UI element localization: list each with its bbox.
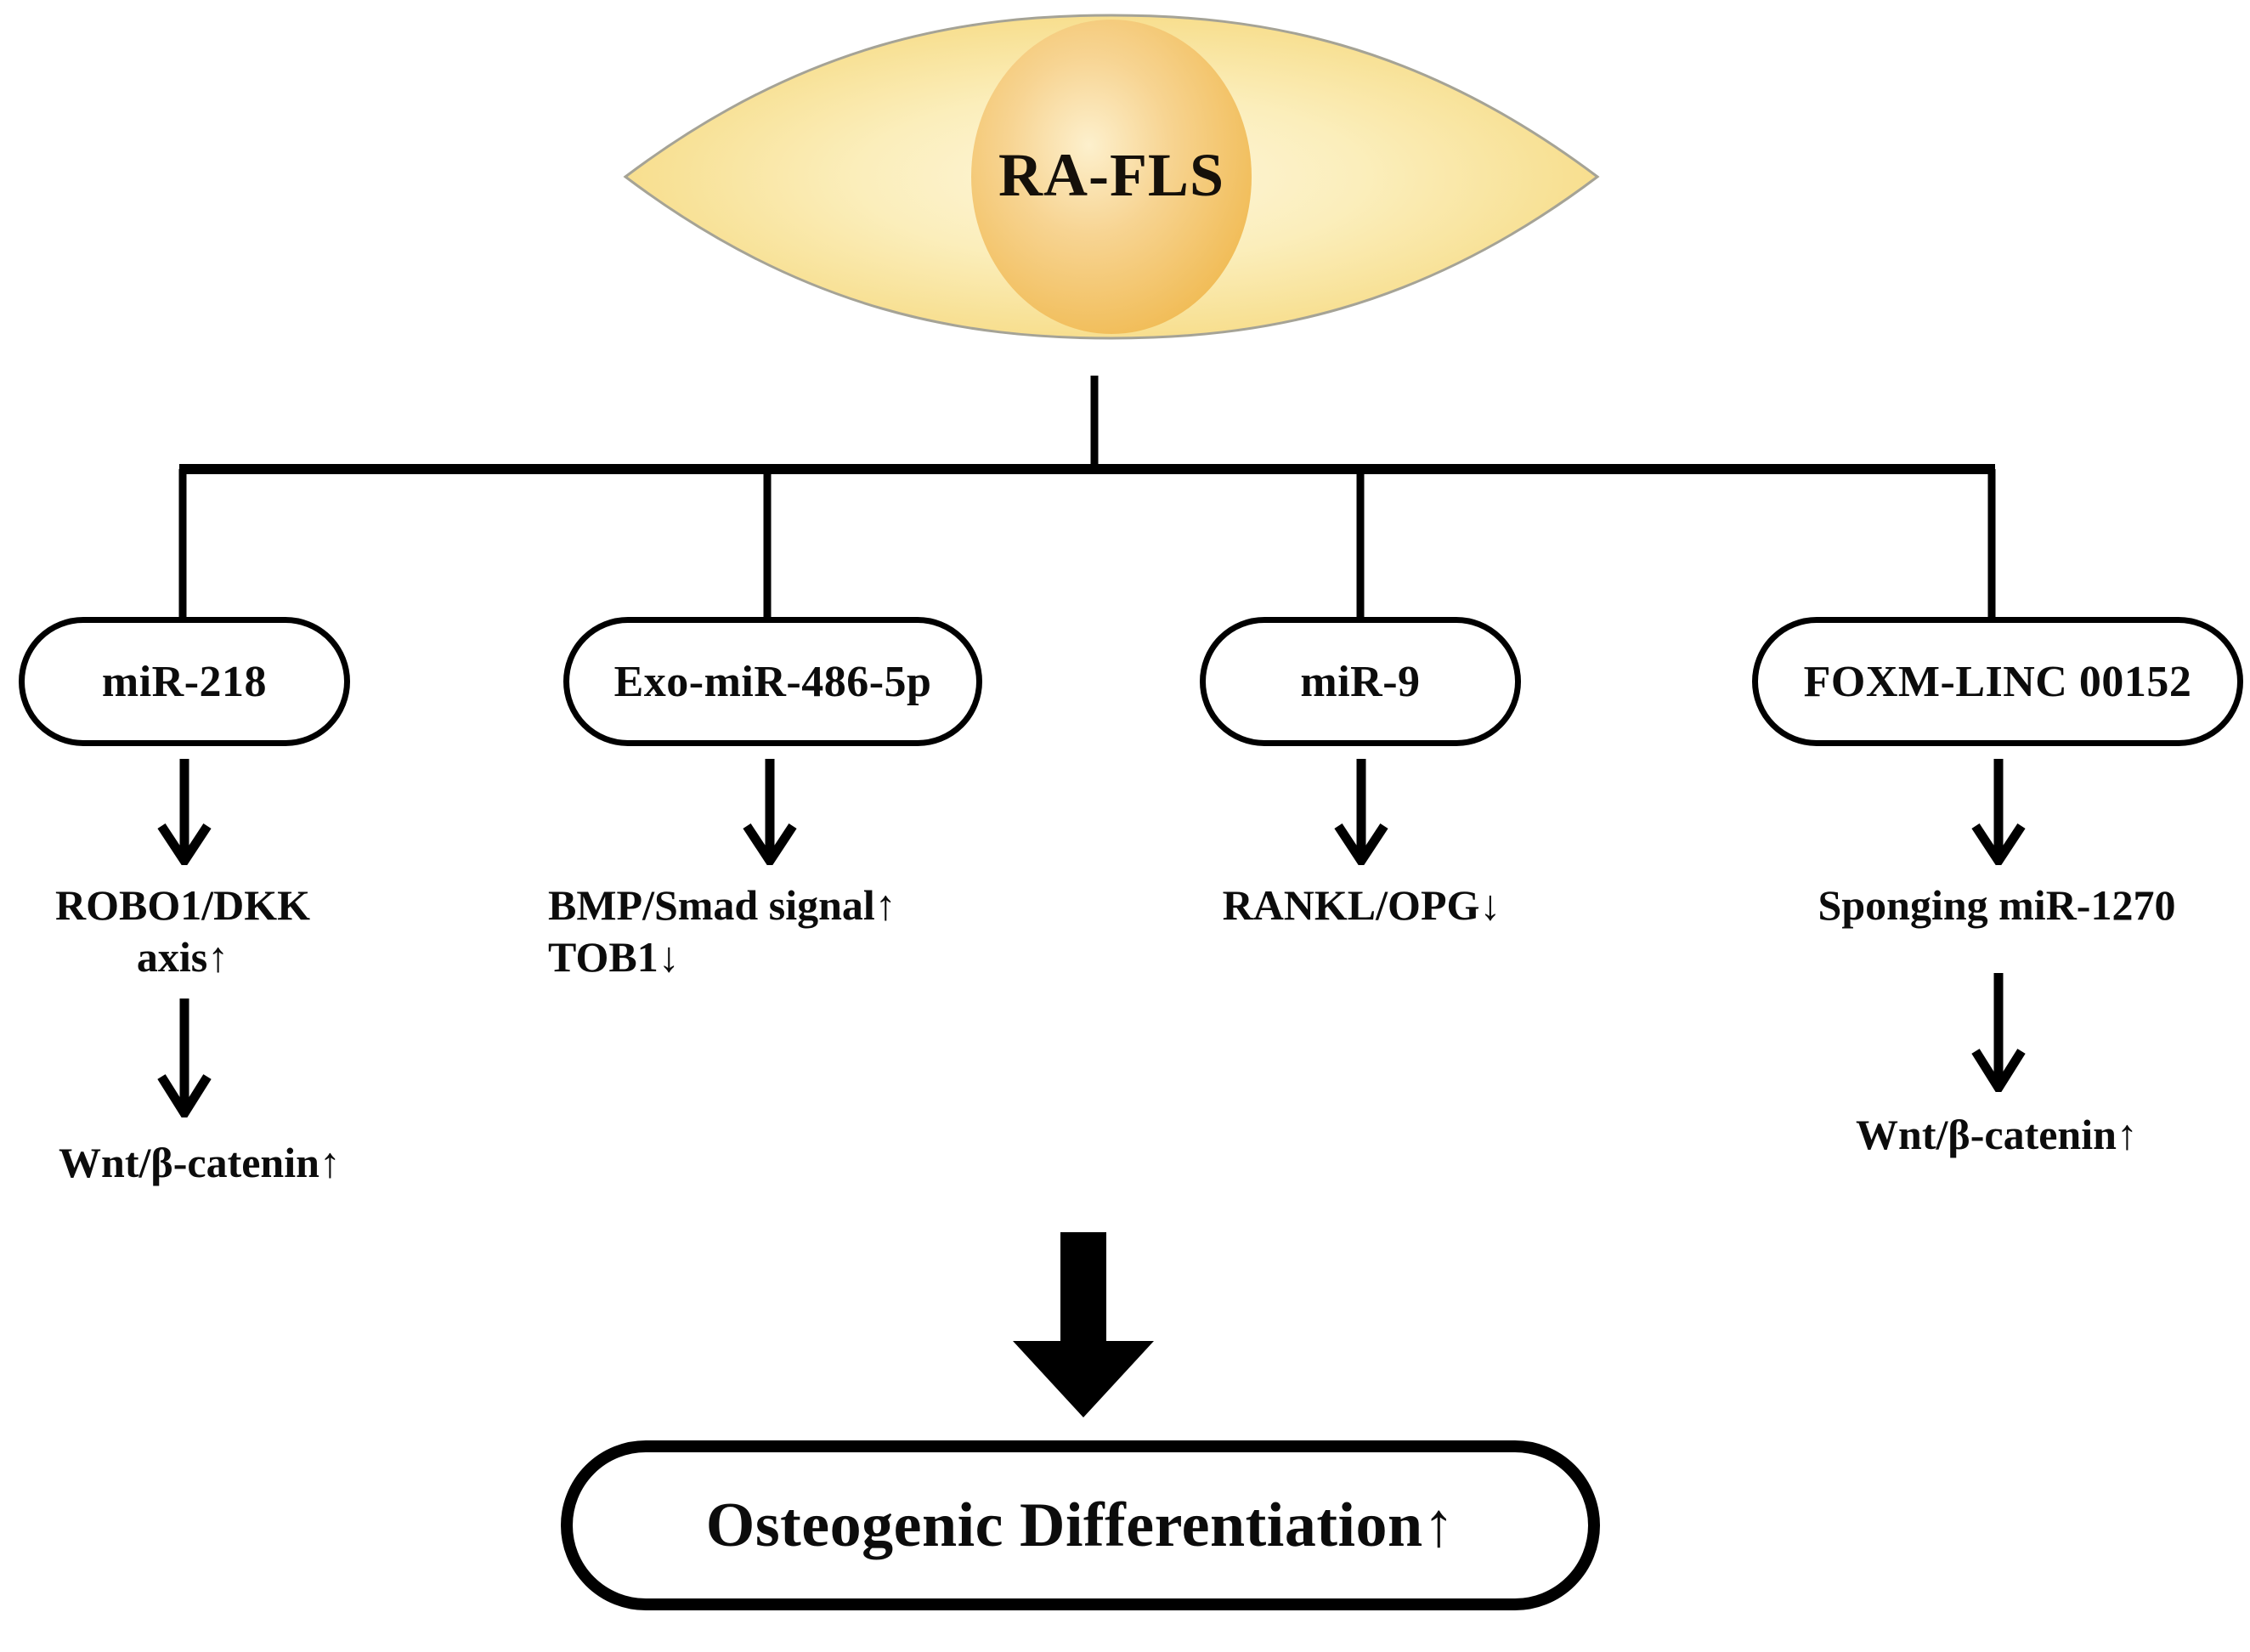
node-label: Exo-miR-486-5p	[613, 657, 932, 706]
effect-text-branch-2: RANKL/OPG↓	[1173, 880, 1551, 931]
arrow-down-icon	[1965, 759, 2032, 865]
effect-text-branch-0: ROBO1/DKK axis↑	[0, 880, 365, 983]
effect-text-branch-3: Sponging miR-1270	[1750, 880, 2243, 931]
tree-connector	[0, 340, 2250, 629]
node-label: miR-9	[1300, 657, 1421, 706]
pathway-node-mir-9[interactable]: miR-9	[1200, 617, 1521, 746]
effect-text-branch-1: BMP/Smad signal↑ TOB1↓	[548, 880, 1075, 983]
outcome-label: Osteogenic Differentiation↑	[705, 1490, 1456, 1560]
node-label: FOXM-LINC 00152	[1803, 657, 2192, 706]
outcome-box-osteogenic-differentiation[interactable]: Osteogenic Differentiation↑	[561, 1440, 1600, 1610]
arrow-down-icon	[736, 759, 804, 865]
effect-line: TOB1↓	[548, 933, 680, 981]
node-label: miR-218	[101, 657, 268, 706]
effect-line: Sponging miR-1270	[1818, 881, 2176, 929]
downstream-text-branch-0: Wnt/β-catenin↑	[59, 1139, 341, 1186]
arrow-down-icon	[1327, 759, 1395, 865]
bold-arrow-down-icon	[1003, 1232, 1164, 1419]
pathway-node-mir-218[interactable]: miR-218	[19, 617, 350, 746]
arrow-down-icon	[1965, 973, 2032, 1092]
cell-label: RA-FLS	[998, 141, 1224, 209]
arrow-down-icon	[150, 759, 218, 865]
ra-fls-cell-shape	[610, 7, 1613, 347]
effect-line: BMP/Smad signal↑	[548, 881, 896, 929]
pathway-node-foxm-linc-00152[interactable]: FOXM-LINC 00152	[1752, 617, 2243, 746]
pathway-node-exo-mir-486-5p[interactable]: Exo-miR-486-5p	[563, 617, 982, 746]
effect-line: axis↑	[136, 933, 229, 981]
arrow-down-icon	[150, 999, 218, 1117]
effect-line: RANKL/OPG↓	[1222, 881, 1501, 929]
effect-line: ROBO1/DKK	[54, 881, 311, 929]
downstream-text-branch-3: Wnt/β-catenin↑	[1856, 1111, 2138, 1158]
